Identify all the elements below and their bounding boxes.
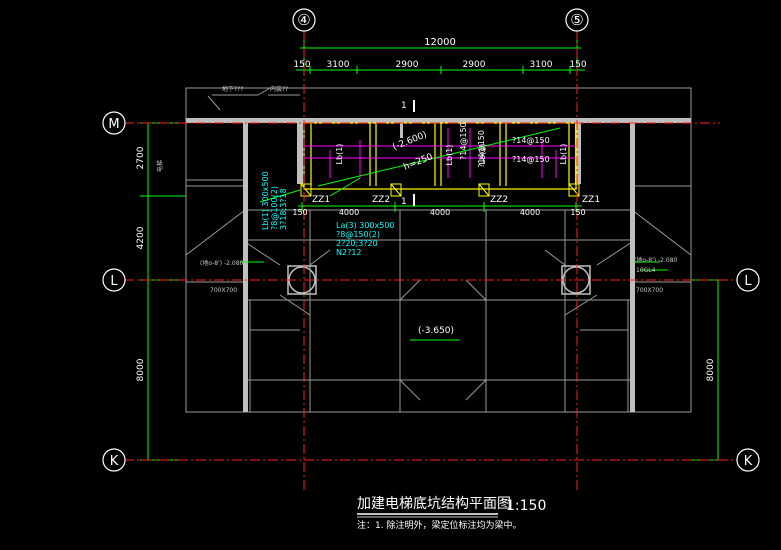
- rebar-label: ?14@150: [459, 122, 468, 160]
- axis-label-4: ④: [297, 11, 310, 29]
- drawing-title: 加建电梯底坑结构平面图: [357, 496, 511, 512]
- rebar-label: ?14@150: [477, 130, 486, 168]
- beam-note-center: 2?20;3?20: [336, 239, 378, 248]
- column-label: ZZ1: [312, 195, 330, 205]
- axis-label-m: M: [108, 117, 119, 132]
- title-block: 加建电梯底坑结构平面图 1:150 注：1. 除注明外，梁定位标注均为梁中。: [357, 496, 546, 531]
- rebar-label: ?14@150: [512, 155, 550, 164]
- dim-top-seg: 3100: [327, 60, 350, 70]
- rebar-lines: [304, 128, 576, 178]
- dim-mid: 4000: [430, 208, 450, 217]
- column-label: ZZ1: [582, 195, 600, 205]
- beam-note-left: Lb(1) 300x500: [261, 171, 270, 230]
- beam-note-left: 3?18;3?18: [279, 188, 288, 230]
- beam-note-center: N2?12: [336, 248, 362, 257]
- beam-label: Lb(1): [559, 144, 568, 165]
- axis-label-k-right: K: [744, 454, 753, 469]
- heavy-walls: [186, 118, 691, 412]
- axis-label-l-right: L: [744, 274, 752, 289]
- rebar-label: ?14@150: [512, 136, 550, 145]
- beam-label: Lb(1): [445, 145, 454, 166]
- dim-top-seg: 150: [293, 60, 310, 70]
- axis-bubble-l-right: [736, 268, 760, 292]
- dim-top-seg: 150: [569, 60, 586, 70]
- dim-mid: 150: [570, 208, 585, 217]
- top-note: 内装??: [270, 85, 288, 93]
- section-marks: 1 1: [401, 100, 415, 207]
- drawing-scale: 1:150: [506, 498, 546, 514]
- left-side-note: (地o-8') -2.080: [200, 259, 244, 267]
- beam-note-center: ?8@150(2): [336, 230, 380, 239]
- slab-thickness: h=250: [402, 152, 434, 173]
- dim-mid: 4000: [520, 208, 540, 217]
- dim-top-seg: 3100: [530, 60, 553, 70]
- drawing-note: 注：1. 除注明外，梁定位标注均为梁中。: [357, 519, 521, 531]
- building-outline: [185, 87, 692, 413]
- axis-bubble-m: [102, 111, 126, 135]
- dim-mid: 150: [292, 208, 307, 217]
- column-boxes: [300, 183, 580, 197]
- axis-bubble-k-right: [736, 448, 760, 472]
- axis-label-k-left: K: [110, 454, 119, 469]
- right-side-note: (地o-8') -2.080: [634, 256, 678, 264]
- right-side-note: 10GL4: [636, 267, 656, 274]
- top-note: 地下???: [222, 85, 244, 93]
- section-mark-label: 1: [401, 197, 407, 207]
- axis-label-l-left: L: [110, 274, 118, 289]
- axis-bubble-5: [565, 8, 589, 32]
- dim-mid: 4000: [339, 208, 359, 217]
- axis-bubble-l-left: [102, 268, 126, 292]
- axis-bubble-k-left: [102, 448, 126, 472]
- dim-right: 8000: [706, 358, 716, 381]
- axis-bubbles: [102, 8, 760, 472]
- beam-label: Lb(1): [335, 144, 344, 165]
- green-lines: [140, 40, 726, 461]
- dim-left: 2700: [136, 146, 146, 169]
- axis-label-5: ⑤: [570, 11, 583, 29]
- section-mark-label: 1: [401, 101, 407, 111]
- beam-note-center: La(3) 300x500: [336, 221, 395, 230]
- column-size: 700X700: [636, 287, 663, 294]
- beam-label: Lb(1): [478, 144, 487, 165]
- slab-elevation: (-2.600): [391, 130, 428, 153]
- beam-note-left: ?8@100(2): [270, 186, 279, 230]
- left-room-note: 电梯: [156, 160, 164, 172]
- column-size: 700X700: [210, 287, 237, 294]
- dim-top-seg: 2900: [463, 60, 486, 70]
- dim-left: 4200: [136, 226, 146, 249]
- axis-centerlines: [124, 30, 740, 490]
- dim-top-seg: 2900: [396, 60, 419, 70]
- column-label: ZZ2: [372, 195, 390, 205]
- column-label: ZZ2: [490, 195, 508, 205]
- pit-elevation: (-3.650): [418, 326, 454, 336]
- axis-bubble-4: [292, 8, 316, 32]
- dim-left: 8000: [136, 358, 146, 381]
- dim-overall: 12000: [424, 37, 456, 48]
